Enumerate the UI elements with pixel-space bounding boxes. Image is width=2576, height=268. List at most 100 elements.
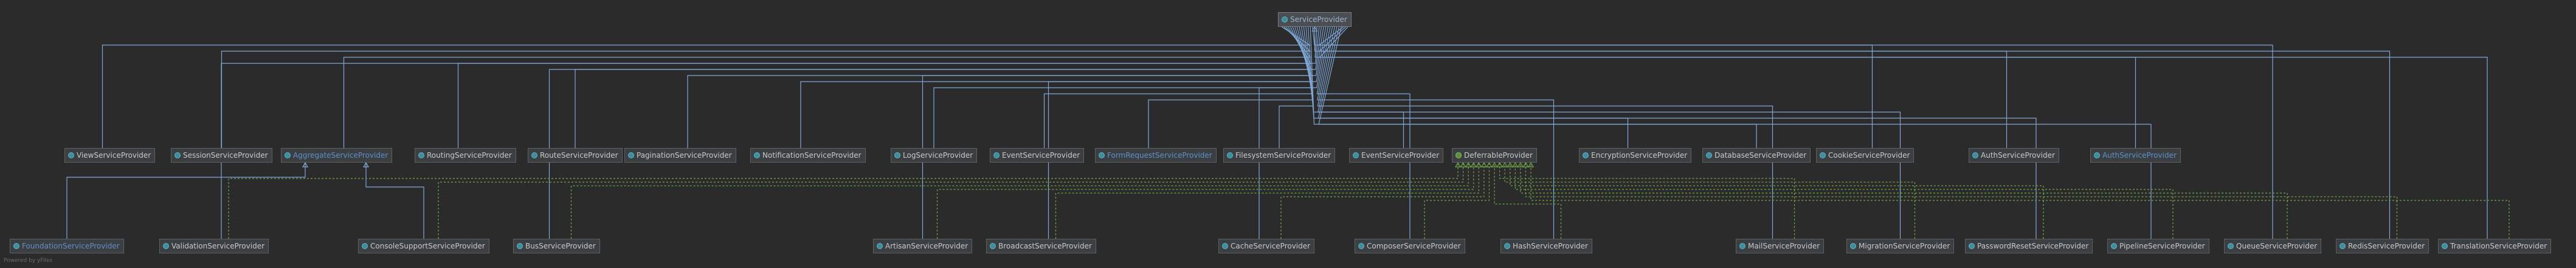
implements-arrowhead bbox=[1517, 161, 1524, 168]
class-icon bbox=[1972, 152, 1978, 158]
class-icon bbox=[13, 243, 19, 249]
class-node-pipelineserviceprovider[interactable]: PipelineServiceProvider bbox=[2107, 239, 2209, 253]
class-node-queueserviceprovider[interactable]: QueueServiceProvider bbox=[2224, 239, 2322, 253]
class-node-authserviceprovider-2[interactable]: AuthServiceProvider bbox=[2090, 148, 2181, 163]
class-icon bbox=[1282, 16, 1288, 23]
class-node-filesystemserviceprovider[interactable]: FilesystemServiceProvider bbox=[1223, 148, 1336, 163]
class-icon bbox=[531, 152, 537, 158]
extends-arrowhead bbox=[302, 161, 309, 168]
class-icon bbox=[1850, 243, 1856, 249]
class-node-logserviceprovider[interactable]: LogServiceProvider bbox=[891, 148, 978, 163]
extends-edge bbox=[1318, 26, 2152, 239]
class-node-cookieserviceprovider[interactable]: CookieServiceProvider bbox=[1816, 148, 1915, 163]
class-node-cacheserviceprovider[interactable]: CacheServiceProvider bbox=[1218, 239, 1315, 253]
implements-arrowhead bbox=[1522, 161, 1529, 168]
class-node-consolesupportserviceprovider[interactable]: ConsoleSupportServiceProvider bbox=[358, 239, 489, 253]
class-icon bbox=[1820, 152, 1826, 158]
implements-arrowhead bbox=[1496, 161, 1503, 168]
class-node-validationserviceprovider[interactable]: ValidationServiceProvider bbox=[159, 239, 269, 253]
class-icon bbox=[1969, 243, 1975, 249]
extends-edge bbox=[1318, 26, 2391, 239]
implements-arrowhead bbox=[1460, 161, 1466, 168]
extends-edge bbox=[1259, 26, 1328, 239]
implements-arrowhead bbox=[1527, 161, 1535, 168]
extends-edge bbox=[1317, 26, 2273, 239]
class-node-broadcastserviceprovider[interactable]: BroadcastServiceProvider bbox=[986, 239, 1096, 253]
class-icon bbox=[1583, 152, 1589, 158]
class-node-serviceprovider[interactable]: ServiceProvider bbox=[1278, 12, 1352, 27]
extends-edge bbox=[1317, 26, 2037, 239]
class-icon bbox=[1706, 152, 1712, 158]
class-node-eventserviceprovider-2[interactable]: EventServiceProvider bbox=[1349, 148, 1444, 163]
implements-edge bbox=[1055, 163, 1479, 239]
class-icon bbox=[894, 152, 900, 158]
class-node-encryptionserviceprovider[interactable]: EncryptionServiceProvider bbox=[1579, 148, 1692, 163]
class-icon bbox=[163, 243, 169, 249]
class-icon bbox=[1739, 243, 1746, 249]
class-icon bbox=[2228, 243, 2234, 249]
class-node-formrequestserviceprovider[interactable]: FormRequestServiceProvider bbox=[1095, 148, 1217, 163]
class-node-paginationserviceprovider[interactable]: PaginationServiceProvider bbox=[624, 148, 736, 163]
implements-arrowhead bbox=[1476, 161, 1482, 168]
implements-edge bbox=[1280, 163, 1485, 239]
class-node-composerserviceprovider[interactable]: ComposerServiceProvider bbox=[1355, 239, 1465, 253]
extends-edge bbox=[922, 26, 1324, 239]
class-node-passwordresetserviceprovider[interactable]: PasswordResetServiceProvider bbox=[1965, 239, 2093, 253]
extends-edge bbox=[1048, 26, 1327, 239]
class-node-eventserviceprovider[interactable]: EventServiceProvider bbox=[990, 148, 1085, 163]
class-node-translationserviceprovider[interactable]: TranslationServiceProvider bbox=[2438, 239, 2552, 253]
class-node-aggregateserviceprovider[interactable]: AggregateServiceProvider bbox=[281, 148, 393, 163]
extends-edge bbox=[1317, 26, 1555, 239]
implements-edge bbox=[1494, 163, 1562, 239]
class-node-redisserviceprovider[interactable]: RedisServiceProvider bbox=[2336, 239, 2429, 253]
implements-arrowhead bbox=[1470, 161, 1477, 168]
class-node-sessionserviceprovider[interactable]: SessionServiceProvider bbox=[171, 148, 272, 163]
implements-edge bbox=[936, 163, 1474, 239]
class-icon bbox=[1504, 243, 1510, 249]
implements-arrowhead bbox=[1486, 161, 1493, 168]
class-icon bbox=[1222, 243, 1228, 249]
class-node-routeserviceprovider[interactable]: RouteServiceProvider bbox=[528, 148, 623, 163]
implements-arrowhead bbox=[1491, 161, 1498, 168]
extends-edge bbox=[1279, 26, 1314, 148]
class-icon bbox=[1227, 152, 1233, 158]
extends-edge bbox=[933, 26, 1313, 148]
class-node-routingserviceprovider[interactable]: RoutingServiceProvider bbox=[415, 148, 516, 163]
class-node-notificationserviceprovider[interactable]: NotificationServiceProvider bbox=[750, 148, 866, 163]
class-icon bbox=[1099, 152, 1105, 158]
class-node-databaseserviceprovider[interactable]: DatabaseServiceProvider bbox=[1702, 148, 1811, 163]
class-node-mailserviceprovider[interactable]: MailServiceProvider bbox=[1736, 239, 1825, 253]
class-node-artisanserviceprovider[interactable]: ArtisanServiceProvider bbox=[873, 239, 973, 253]
class-icon bbox=[1358, 243, 1364, 249]
class-icon bbox=[628, 152, 634, 158]
extends-edge bbox=[548, 26, 1322, 239]
extends-edge bbox=[221, 26, 1320, 239]
interface-node-deferrableprovider[interactable]: DeferrableProvider bbox=[1452, 148, 1537, 163]
class-icon bbox=[877, 243, 883, 249]
class-node-viewserviceprovider[interactable]: ViewServiceProvider bbox=[64, 148, 156, 163]
watermark-text: Powered by yFiles bbox=[4, 258, 53, 264]
class-node-busserviceprovider[interactable]: BusServiceProvider bbox=[513, 239, 600, 253]
implements-edge bbox=[1525, 163, 2398, 239]
extends-arrowhead bbox=[1311, 26, 1318, 32]
implements-arrowhead bbox=[1480, 161, 1487, 168]
class-node-authserviceprovider[interactable]: AuthServiceProvider bbox=[1969, 148, 2059, 163]
extends-edge bbox=[102, 26, 1311, 148]
implements-edge bbox=[1424, 163, 1490, 239]
class-icon bbox=[174, 152, 181, 158]
implements-arrowhead bbox=[1465, 161, 1472, 168]
interface-icon bbox=[1455, 152, 1462, 158]
class-node-foundationserviceprovider[interactable]: FoundationServiceProvider bbox=[10, 239, 124, 253]
class-icon bbox=[418, 152, 424, 158]
implements-edge bbox=[1510, 163, 2044, 239]
class-icon bbox=[517, 243, 523, 249]
class-node-hashserviceprovider[interactable]: HashServiceProvider bbox=[1500, 239, 1592, 253]
class-icon bbox=[2339, 243, 2346, 249]
class-icon bbox=[2094, 152, 2100, 158]
implements-edge bbox=[570, 163, 1469, 239]
class-icon bbox=[2442, 243, 2448, 249]
implements-edge bbox=[438, 163, 1464, 239]
class-node-migrationserviceprovider[interactable]: MigrationServiceProvider bbox=[1846, 239, 1955, 253]
